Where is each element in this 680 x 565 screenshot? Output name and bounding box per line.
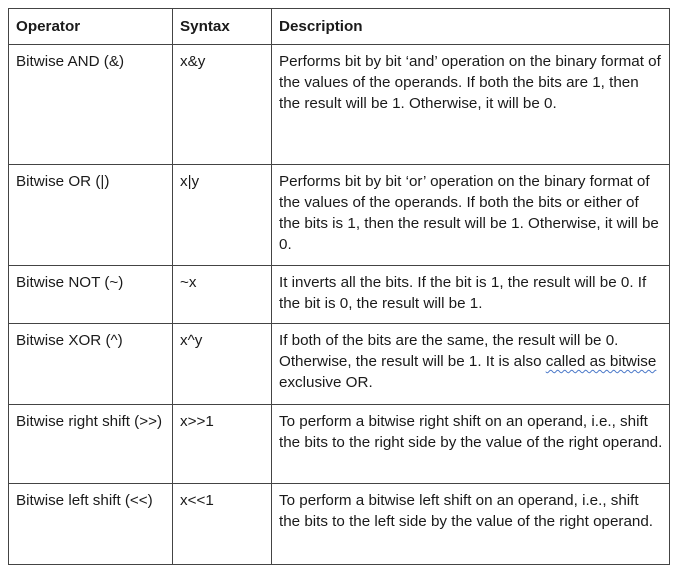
table-row: Bitwise XOR (^) x^y If both of the bits … (8, 323, 670, 405)
description-cell: Performs bit by bit ‘or’ operation on th… (271, 164, 670, 266)
syntax-cell: x|y (172, 164, 272, 266)
description-cell: If both of the bits are the same, the re… (271, 323, 670, 405)
operator-cell: Bitwise OR (|) (8, 164, 173, 266)
table-row: Bitwise AND (&) x&y Performs bit by bit … (8, 44, 670, 165)
header-syntax: Syntax (172, 8, 272, 45)
table-row: Bitwise OR (|) x|y Performs bit by bit ‘… (8, 164, 670, 266)
operator-cell: Bitwise right shift (>>) (8, 404, 173, 484)
header-row: Operator Syntax Description (8, 8, 670, 45)
syntax-cell: x^y (172, 323, 272, 405)
syntax-cell: ~x (172, 265, 272, 324)
table-row: Bitwise left shift (<<) x<<1 To perform … (8, 483, 670, 565)
description-cell: It inverts all the bits. If the bit is 1… (271, 265, 670, 324)
table-row: Bitwise NOT (~) ~x It inverts all the bi… (8, 265, 670, 324)
table-row: Bitwise right shift (>>) x>>1 To perform… (8, 404, 670, 484)
description-cell: Performs bit by bit ‘and’ operation on t… (271, 44, 670, 165)
description-cell: To perform a bitwise right shift on an o… (271, 404, 670, 484)
header-operator: Operator (8, 8, 173, 45)
header-description: Description (271, 8, 670, 45)
description-cell: To perform a bitwise left shift on an op… (271, 483, 670, 565)
description-text: exclusive OR. (279, 374, 373, 391)
syntax-cell: x&y (172, 44, 272, 165)
operator-cell: Bitwise left shift (<<) (8, 483, 173, 565)
bitwise-operators-table: Operator Syntax Description Bitwise AND … (8, 8, 670, 565)
operator-cell: Bitwise NOT (~) (8, 265, 173, 324)
syntax-cell: x>>1 (172, 404, 272, 484)
operator-cell: Bitwise AND (&) (8, 44, 173, 165)
operator-cell: Bitwise XOR (^) (8, 323, 173, 405)
spellcheck-flagged-text: called as bitwise (545, 353, 657, 370)
description-text: If both of the bits are the same, the re… (279, 332, 619, 370)
syntax-cell: x<<1 (172, 483, 272, 565)
